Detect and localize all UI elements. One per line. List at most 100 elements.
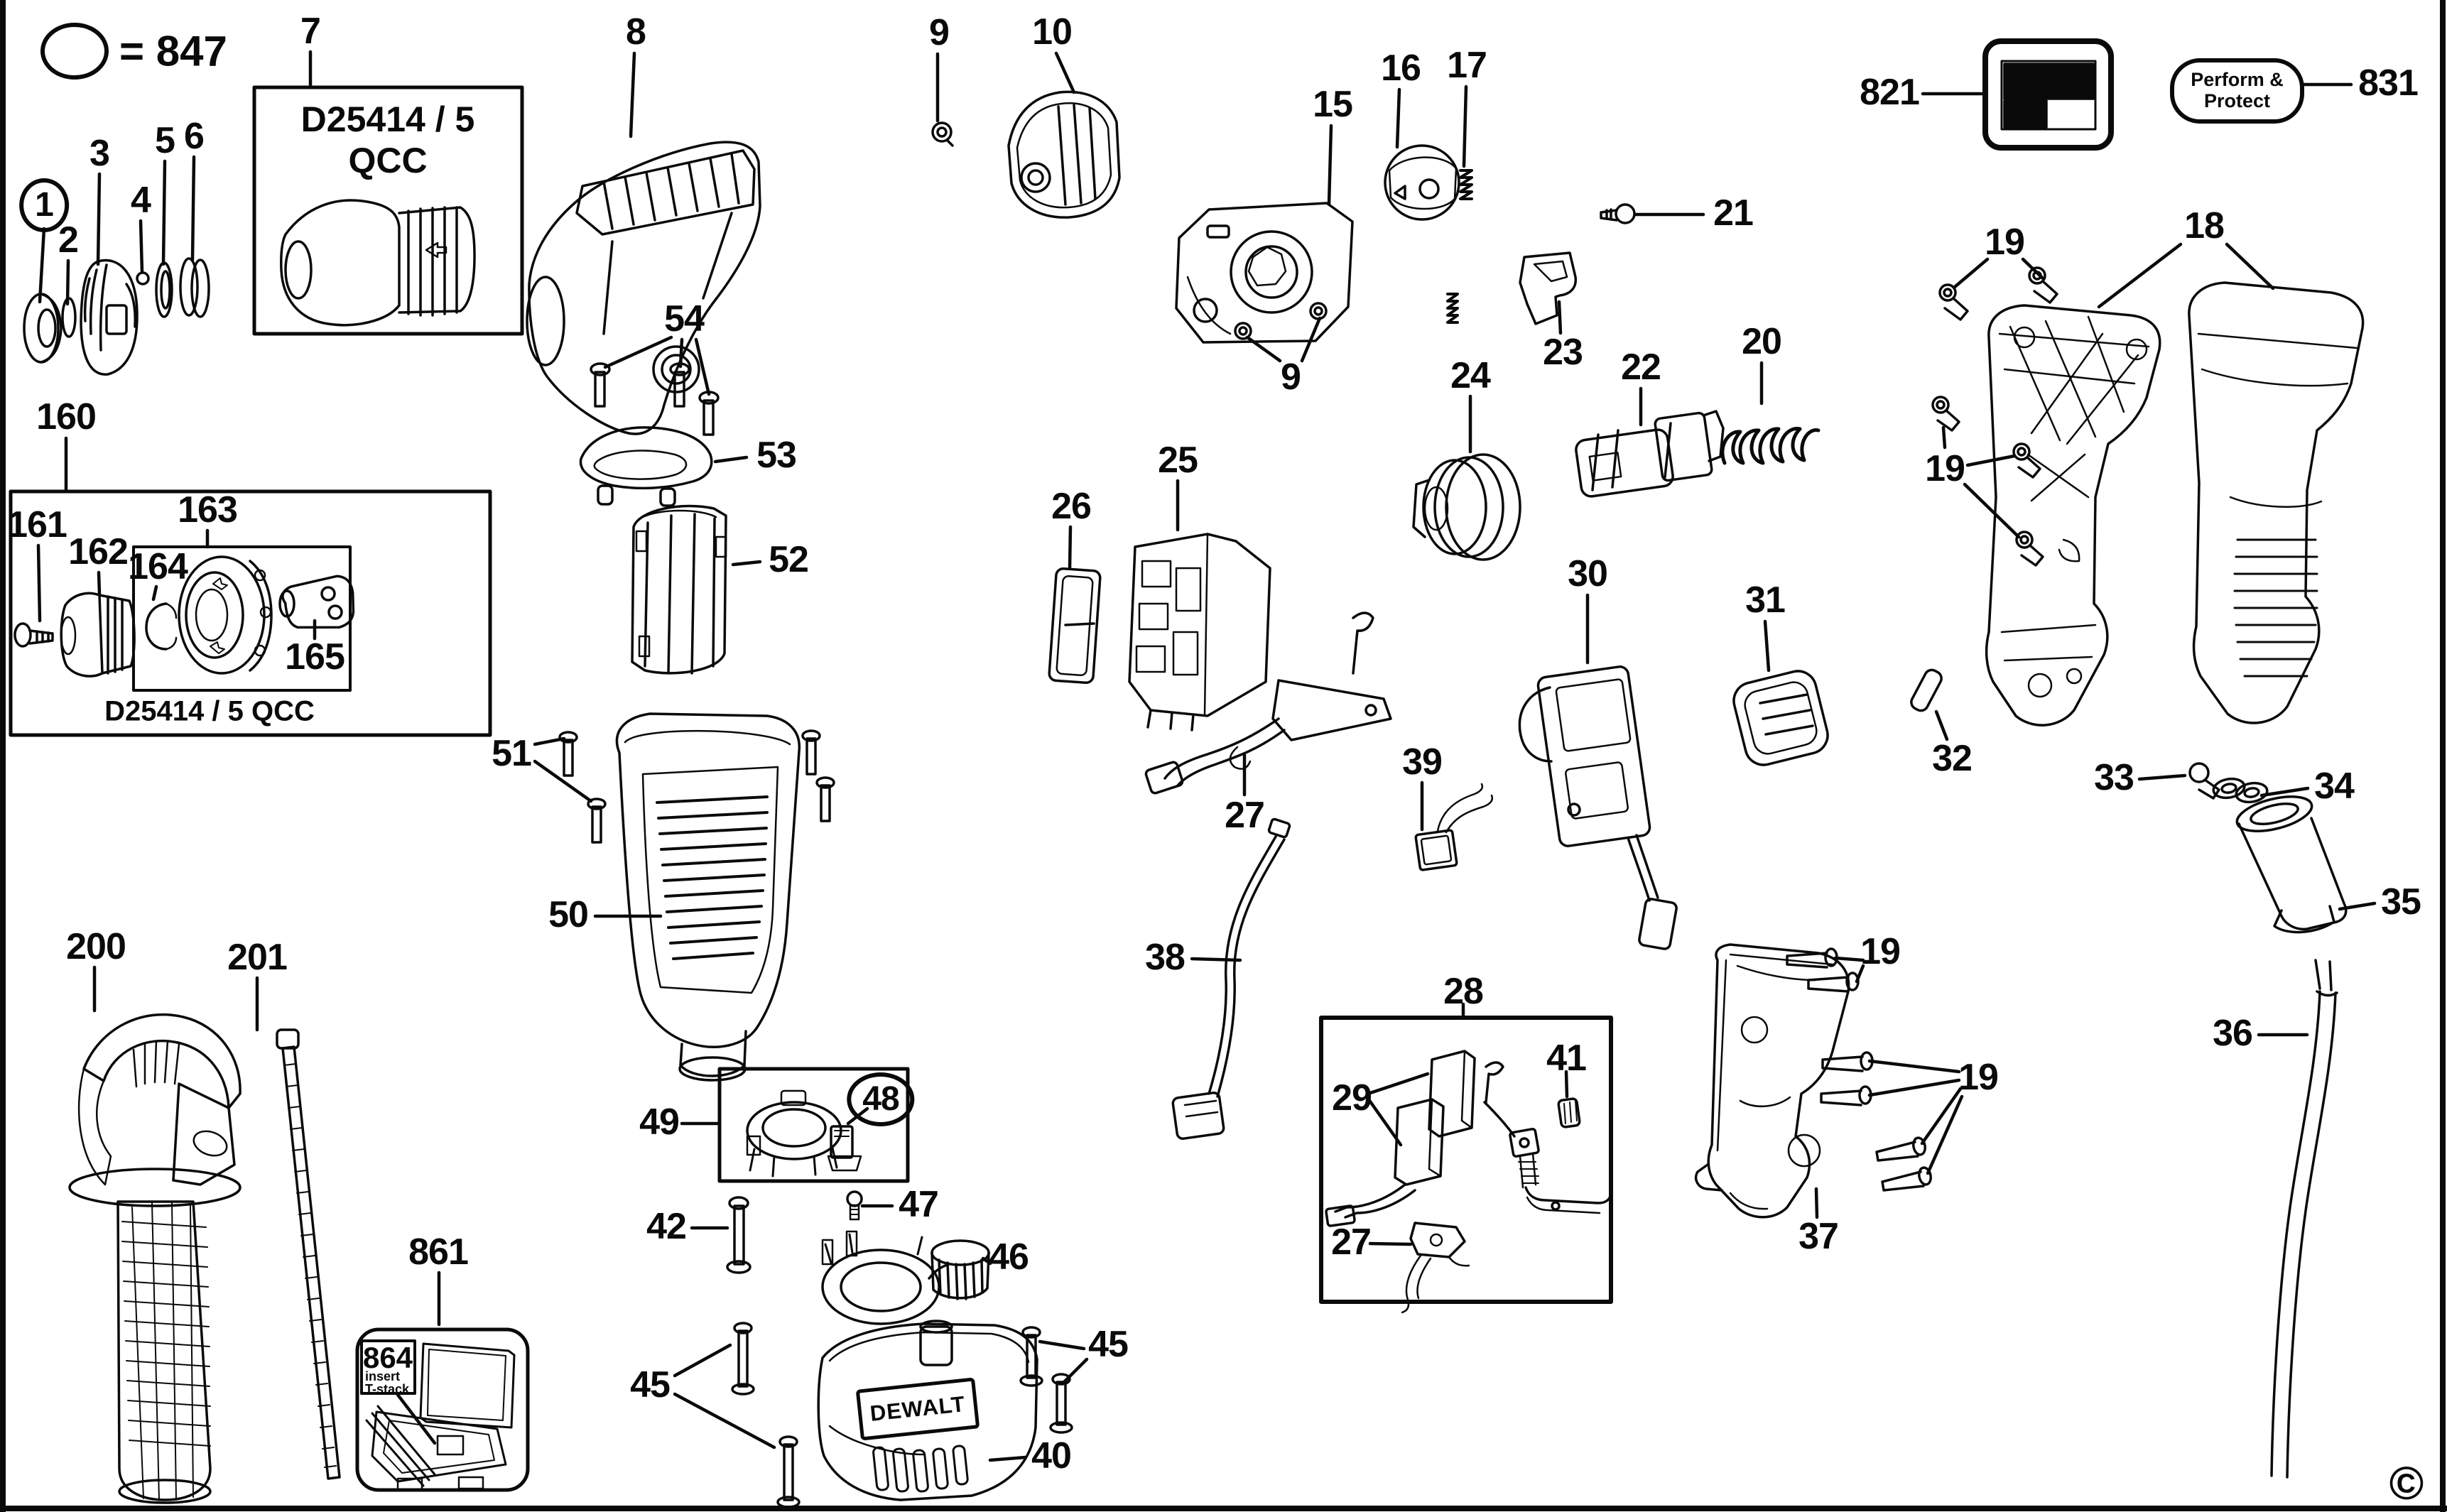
callout-42-49: 42 <box>646 1206 687 1247</box>
part-40-end-cap-sketch <box>817 1320 1038 1501</box>
part-201-depth-rod-sketch <box>276 1028 341 1480</box>
part-42-screw-sketch <box>726 1196 752 1274</box>
part-50-motor-housing-sketch <box>615 712 801 1082</box>
callout-20-18: 20 <box>1742 321 1782 362</box>
callout-31-38: 31 <box>1745 580 1786 621</box>
callout-161-25: 161 <box>7 504 67 545</box>
part-31-insert-sketch <box>1732 670 1829 766</box>
part-36-cable-sketch <box>2270 959 2338 1479</box>
part-18-handle-shell-right-sketch <box>2188 281 2365 724</box>
part-15-gearcase-sketch <box>1175 202 1354 344</box>
callout-165-29: 165 <box>285 636 345 678</box>
part-1-cap-sketch <box>23 293 63 364</box>
callout-861-47: 861 <box>408 1231 469 1273</box>
callout-15-10: 15 <box>1313 84 1353 125</box>
callout-19-19: 19 <box>1985 222 2025 263</box>
kitbox-outline-861 <box>355 1327 530 1492</box>
callout-51-30: 51 <box>492 733 532 774</box>
logo-821 <box>1982 38 2114 151</box>
wiring-kit-box-28 <box>1319 1016 1613 1304</box>
part-200-side-handle-sketch <box>68 1013 242 1504</box>
callout-35-43: 35 <box>2381 881 2421 923</box>
callout-164-28: 164 <box>128 546 188 587</box>
part-23-latch-sketch <box>1519 251 1578 325</box>
callout-27-34: 27 <box>1225 795 1265 836</box>
callout-27-62: 27 <box>1331 1222 1372 1263</box>
part-10-cover-sketch <box>1007 90 1121 219</box>
callout-46-53: 46 <box>989 1236 1029 1278</box>
callout-200-45: 200 <box>66 926 126 967</box>
part-29-panels-sketch <box>1325 1050 1476 1227</box>
callout-33-41: 33 <box>2094 757 2134 798</box>
callout-5-4: 5 <box>155 120 175 161</box>
callout-8-7: 8 <box>626 11 646 53</box>
part-9-screws-sketch <box>1234 302 1328 340</box>
part-7-qcc-chuck-sketch <box>280 199 476 327</box>
callout-9-14: 9 <box>1281 357 1301 398</box>
part-45-screws-sketch <box>731 1322 1073 1508</box>
part-16-mode-dial-sketch <box>1384 144 1460 221</box>
part-19-screws-upper-sketch <box>1931 266 2058 567</box>
variant-box7-title-line2: QCC <box>348 141 428 180</box>
callout-28-59: 28 <box>1443 971 1484 1012</box>
callout-23-15: 23 <box>1543 332 1583 373</box>
callout-160-24: 160 <box>36 396 97 437</box>
part-30-switch-sketch <box>1518 665 1678 950</box>
callout-49-50: 49 <box>639 1102 680 1143</box>
callout-201-46: 201 <box>227 937 288 978</box>
callout-25-33: 25 <box>1158 440 1198 481</box>
callout-29-60: 29 <box>1332 1077 1372 1119</box>
detent-spring-sketch <box>1446 293 1459 324</box>
part-39-suppressor-sketch <box>1414 783 1493 871</box>
callout-52-23: 52 <box>769 539 809 580</box>
part-47-bulb-sketch <box>846 1190 863 1221</box>
variant-box7-title-line1: D25414 / 5 <box>300 99 475 139</box>
callout-54-21: 54 <box>664 298 705 339</box>
part-861-kitbox-sketch <box>365 1342 516 1491</box>
callout-22-16: 22 <box>1621 347 1661 388</box>
callout-39-35: 39 <box>1402 741 1443 783</box>
part-161-screw-sketch <box>13 622 54 648</box>
callout-831: 831 <box>2358 62 2419 104</box>
callout-163-27: 163 <box>178 489 238 531</box>
part-27b-harness-sketch <box>1401 1222 1470 1314</box>
callout-34-42: 34 <box>2314 766 2355 807</box>
part-27-harness-sketch <box>1144 611 1392 795</box>
part-19-screws-lower-sketch <box>1786 947 1932 1192</box>
callout-821: 821 <box>1860 72 1920 113</box>
callout-4-3: 4 <box>131 180 151 221</box>
part-52-field-sketch <box>631 504 727 675</box>
copyright-symbol: © <box>2389 1457 2424 1509</box>
part-26-cover-sketch <box>1048 567 1102 685</box>
callout-18-20: 18 <box>2184 205 2225 246</box>
callout-16-11: 16 <box>1381 48 1421 89</box>
brush-plate-box-49 <box>717 1067 910 1183</box>
callout-3-2: 3 <box>89 133 110 174</box>
part-3-chuck-nose-sketch <box>80 259 139 376</box>
callout-26-32: 26 <box>1051 486 1092 527</box>
callout-7-6: 7 <box>300 11 321 52</box>
callout-41-61: 41 <box>1546 1038 1587 1079</box>
part-24-clutch-sketch <box>1412 453 1521 561</box>
part-37-inner-housing-sketch <box>1694 943 1850 1219</box>
callout-37-58: 37 <box>1798 1216 1839 1257</box>
callout-21-13: 21 <box>1713 192 1754 234</box>
callout-32-40: 32 <box>1932 738 1973 779</box>
part-165-adapter-sketch <box>278 575 355 629</box>
callout-162-26: 162 <box>68 531 129 572</box>
part-9-circlip-sketch <box>931 121 954 147</box>
part-41-button-sketch <box>1557 1097 1581 1128</box>
part-4-ball-sketch <box>136 271 150 285</box>
variant-box160-caption: D25414 / 5 QCC <box>104 695 315 727</box>
callout-6-5: 6 <box>184 116 205 157</box>
part-38-lead-wire-sketch <box>1171 817 1291 1141</box>
legend-equivalence-text: = 847 <box>119 27 227 75</box>
part-163-collar-sketch <box>178 555 273 675</box>
part-162-chuck-sketch <box>60 592 136 678</box>
part-22-piston-sketch <box>1575 410 1725 498</box>
part-164-circlip-sketch <box>145 602 178 651</box>
perform-protect-line2: Protect <box>2203 90 2271 112</box>
